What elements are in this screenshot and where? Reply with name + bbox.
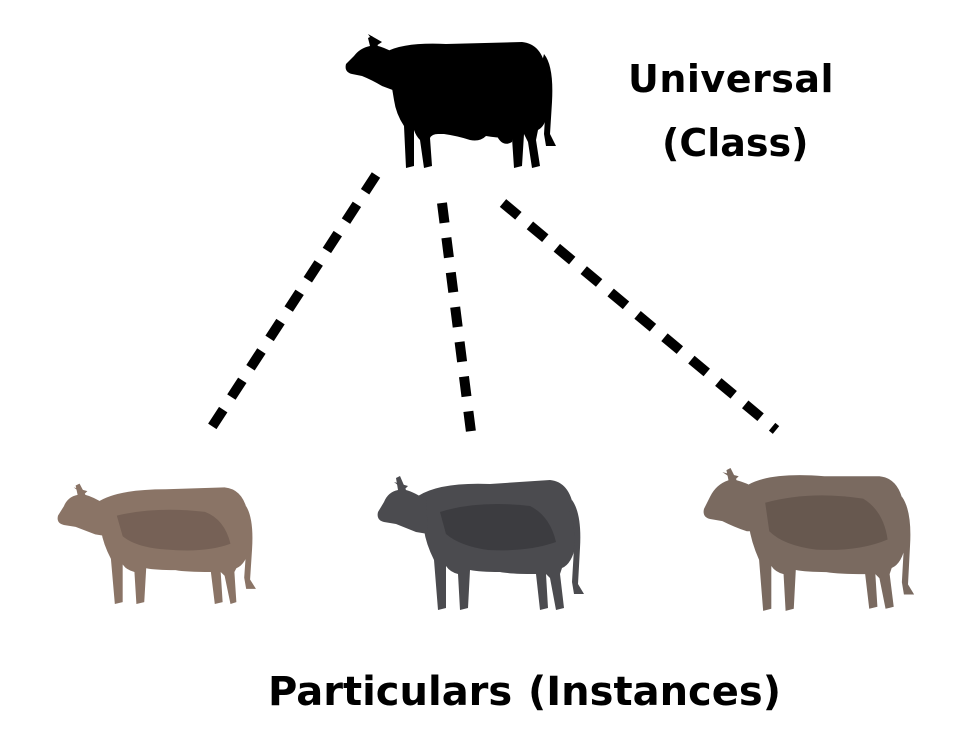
cow-silhouette-icon <box>345 34 556 168</box>
connector-line-middle <box>437 202 477 441</box>
connector-line-right <box>499 199 780 434</box>
bull-brown-icon <box>703 468 915 611</box>
cow-brown-icon <box>57 483 256 604</box>
connector-line-left <box>203 172 381 436</box>
universal-title: Universal <box>628 57 835 101</box>
universal-subtitle: (Class) <box>662 121 809 165</box>
instances-label: (Instances) <box>528 669 781 715</box>
particulars-label: Particulars <box>268 669 513 715</box>
dashed-connectors <box>203 172 780 441</box>
cow-black-icon <box>377 476 584 610</box>
